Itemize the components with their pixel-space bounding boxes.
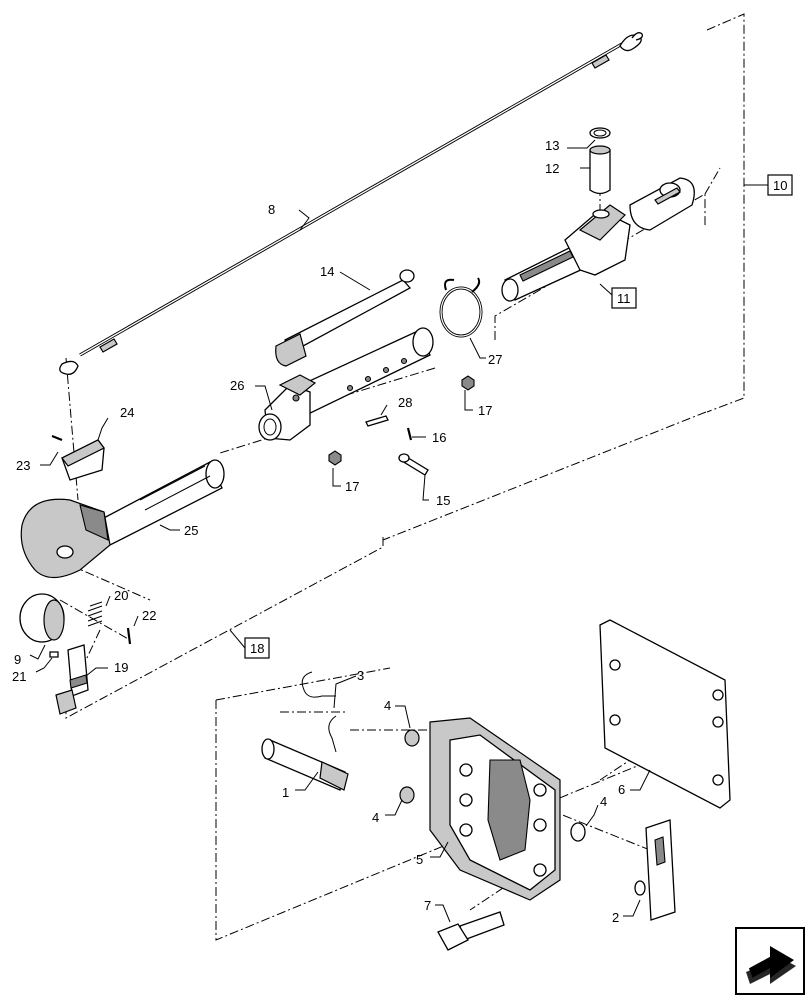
callout-24: 22: [142, 608, 156, 623]
assembly-11-box: [611, 287, 637, 309]
assembly-labels: 10 11 18: [244, 174, 793, 659]
forward-arrow-icon[interactable]: [735, 927, 805, 995]
callout-4-middle: 4: [372, 810, 379, 825]
callout-17-lower: 17: [345, 479, 359, 494]
part-8-safety-cable: [59, 32, 644, 375]
part-27-spring-clip: [439, 277, 483, 338]
part-6-plate: [599, 619, 731, 809]
callout-5: 5: [416, 852, 423, 867]
part-4-bushing-upper: [404, 729, 420, 747]
callout-2: 2: [612, 910, 619, 925]
part-15-bolt: [398, 453, 429, 476]
callout-1: 1: [282, 785, 289, 800]
callout-9: 9: [14, 652, 21, 667]
callout-15: 15: [436, 493, 450, 508]
part-28-roll-pin: [365, 415, 389, 427]
callout-14: 14: [320, 264, 334, 279]
callout-13: 13: [545, 138, 559, 153]
part-21-pin: [51, 434, 63, 442]
part-17-nut-upper: [461, 375, 475, 391]
callout-27: 27: [488, 352, 502, 367]
part-2-strap: [634, 819, 676, 921]
part-26-turnbuckle-body: [258, 327, 434, 441]
part-12-bushing: [589, 145, 611, 195]
part-24-pin: [126, 627, 132, 645]
part-16-spring-pin: [406, 427, 413, 441]
leader-lines: [29, 139, 651, 923]
part-17-nut-lower: [328, 450, 342, 466]
callout-21: 23: [16, 458, 30, 473]
callout-22: 24: [120, 405, 134, 420]
part-20-spring: [87, 601, 103, 627]
part-4-bushing-middle: [399, 786, 415, 804]
callout-12: 12: [545, 161, 559, 176]
part-13-retaining-ring: [589, 127, 611, 139]
callout-28: 28: [398, 395, 412, 410]
part-22-latch: [61, 439, 105, 481]
callout-25: 21: [12, 669, 26, 684]
callout-20: 20: [114, 588, 128, 603]
callout-7: 7: [424, 898, 431, 913]
callout-3: 3: [357, 668, 364, 683]
part-3-cotter-pins: [301, 671, 337, 753]
assembly-18-label: 18: [250, 641, 264, 656]
callout-23: 25: [184, 523, 198, 538]
part-23-hook-arm: [20, 459, 225, 579]
callout-labels: 8 14 13 12 27 26 28 16 15 17 17 24 23 25…: [12, 138, 625, 925]
callout-17-upper: 17: [478, 403, 492, 418]
part-25-pin: [49, 651, 59, 658]
part-19-plunger: [55, 644, 89, 715]
assembly-11-bracket: [494, 167, 721, 340]
callout-4-upper: 4: [384, 698, 391, 713]
assembly-10-box: [767, 174, 793, 196]
part-1-drawbar-pin: [261, 738, 349, 791]
assembly-10-bracket: [706, 13, 768, 413]
callout-16: 16: [432, 430, 446, 445]
assembly-10-label: 10: [773, 178, 787, 193]
part-11-clevis-end: [501, 177, 695, 302]
callout-6: 6: [618, 782, 625, 797]
part-5-mounting-bracket: [429, 717, 561, 901]
part-4-bushing-right: [570, 822, 586, 842]
callout-26: 26: [230, 378, 244, 393]
mount-bracket: [215, 667, 701, 941]
alignment-lines: [59, 170, 721, 911]
part-7-bolt: [437, 911, 505, 951]
callout-4-right: 4: [600, 794, 607, 809]
part-14-rod: [275, 269, 415, 367]
callout-19: 19: [114, 660, 128, 675]
part-9-ball: [19, 593, 65, 643]
assembly-11-label: 11: [617, 291, 631, 306]
assembly-18-box: [244, 637, 270, 659]
callout-8: 8: [268, 202, 275, 217]
